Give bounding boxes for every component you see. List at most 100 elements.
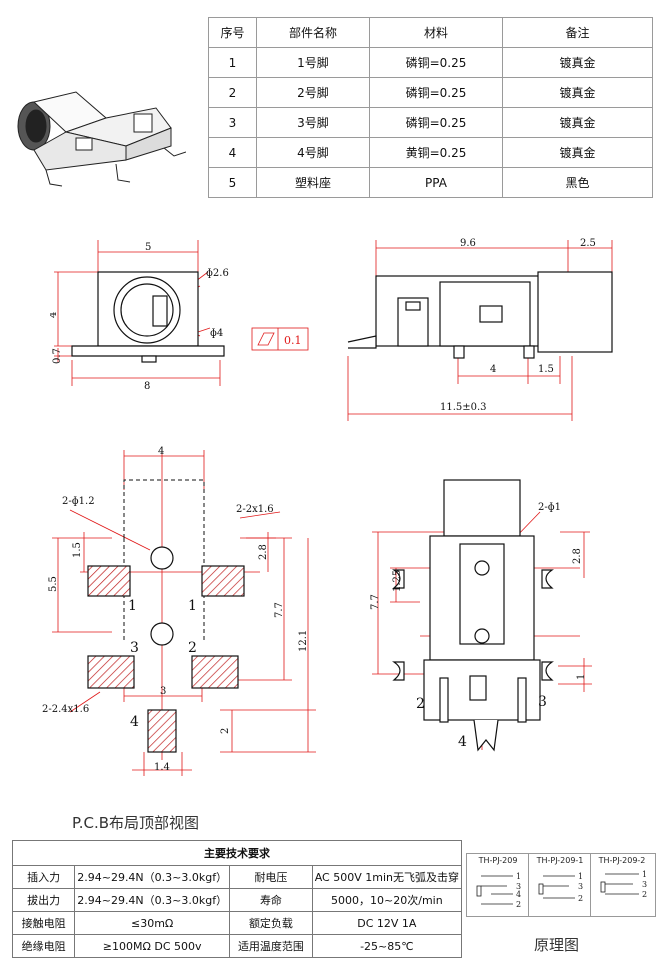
front-view-drawing: 5 ɸ2.6 ɸ4 4 0.7 8 0.1 xyxy=(50,240,309,392)
bom-header-cell: 序号 xyxy=(208,17,257,48)
bom-table: 序号 部件名称 材料 备注 1 1号脚 磷铜=0.25 镀真金 2 2号脚 磷铜… xyxy=(208,17,653,198)
schematic-symbols: 1 3 4 2 1 3 2 1 3 2 xyxy=(476,870,647,909)
bom-row: 3 3号脚 磷铜=0.25 镀真金 xyxy=(208,107,653,138)
spec-cell: 额定负载 xyxy=(229,911,313,935)
schem-pin-label: 1 xyxy=(516,872,521,881)
spec-row: 拔出力 2.94~29.4N（0.3~3.0kgf） 寿命 5000，10~20… xyxy=(11,888,463,912)
schematic-col: TH-PJ-209-1 xyxy=(529,854,591,916)
dim-foot-label: 0.7 xyxy=(52,348,63,364)
schematic-model-label: TH-PJ-209 xyxy=(478,856,518,865)
spec-cell: -25~85℃ xyxy=(311,934,463,958)
bom-cell: 3号脚 xyxy=(256,107,370,138)
bom-cell: 4号脚 xyxy=(256,137,370,168)
bom-cell: 3 xyxy=(208,107,257,138)
schem-pin-label: 2 xyxy=(642,890,647,899)
bottom-pin-label: 4 xyxy=(458,734,467,750)
spec-cell: ≤30mΩ xyxy=(74,911,231,935)
schem-pin-label: 3 xyxy=(642,880,647,889)
pcb-pin-label: 4 xyxy=(130,714,139,730)
bom-cell: 黑色 xyxy=(502,167,653,198)
schem-pin-label: 4 xyxy=(516,890,521,899)
dim-top-label: 4 xyxy=(158,446,164,457)
hole-label: 2-ɸ1 xyxy=(538,502,561,513)
pcb-pin-label: 2 xyxy=(188,640,197,656)
spec-cell: 2.94~29.4N（0.3~3.0kgf） xyxy=(74,865,231,889)
spec-cell: 2.94~29.4N（0.3~3.0kgf） xyxy=(74,888,231,912)
pcb-pin-label: 1 xyxy=(128,598,137,614)
pad-big-label: 2-2x1.6 xyxy=(236,504,274,515)
spec-cell: 接触电阻 xyxy=(11,911,76,935)
schem-pin-label: 3 xyxy=(516,882,521,891)
bom-cell: 4 xyxy=(208,137,257,168)
schematic-model-label: TH-PJ-209-2 xyxy=(598,856,646,865)
dim-12-1-label: 12.1 xyxy=(298,630,309,652)
bom-cell: PPA xyxy=(369,167,503,198)
dim-pin-pitch-label: 4 xyxy=(490,364,496,375)
dim-1-25-label: 1.25 xyxy=(392,570,403,592)
dim-width-label: 5 xyxy=(145,242,151,253)
bom-row: 5 塑料座 PPA 黑色 xyxy=(208,167,653,198)
dim-2-label: 2 xyxy=(220,728,231,734)
bom-cell: 1 xyxy=(208,47,257,78)
schem-pin-label: 1 xyxy=(642,870,647,879)
schematic-col: TH-PJ-209 xyxy=(467,854,529,916)
bom-header-cell: 部件名称 xyxy=(256,17,370,48)
bom-header-cell: 备注 xyxy=(502,17,653,48)
schem-pin-label: 1 xyxy=(578,872,583,881)
dim-nose-label: 2.5 xyxy=(580,238,596,249)
bom-cell: 黄铜=0.25 xyxy=(369,137,503,168)
bom-cell: 镀真金 xyxy=(502,77,653,108)
bom-cell: 镀真金 xyxy=(502,107,653,138)
schematic-model-label: TH-PJ-209-1 xyxy=(536,856,584,865)
pad-small-label: 2-2.4x1.6 xyxy=(42,704,89,715)
dim-2-8-label: 2.8 xyxy=(258,544,269,560)
schem-pin-label: 2 xyxy=(516,900,521,909)
dim-hole-label: ɸ2.6 xyxy=(206,268,229,279)
product-3d-image xyxy=(17,91,186,187)
spec-cell: 寿命 xyxy=(229,888,313,912)
spec-cell: AC 500V 1min无飞弧及击穿 xyxy=(311,865,463,889)
spec-cell: 5000，10~20次/min xyxy=(311,888,463,912)
dim-base-label: 8 xyxy=(144,381,150,392)
spec-row: 绝缘电阻 ≥100MΩ DC 500v 适用温度范围 -25~85℃ xyxy=(11,934,463,958)
bom-header-cell: 材料 xyxy=(369,17,503,48)
dim-7-7-label: 7.7 xyxy=(370,594,381,610)
spec-cell: ≥100MΩ DC 500v xyxy=(74,934,231,958)
dim-2-8-label: 2.8 xyxy=(572,548,583,564)
pcb-layout-drawing: 4 2-ɸ1.2 2-2x1.6 5.5 1.5 2.8 7.7 12.1 3 … xyxy=(42,446,316,776)
bom-cell: 1号脚 xyxy=(256,47,370,78)
spec-cell: 绝缘电阻 xyxy=(11,934,76,958)
bom-cell: 磷铜=0.25 xyxy=(369,77,503,108)
dim-3-label: 3 xyxy=(160,686,166,697)
spec-table: 主要技术要求 插入力 2.94~29.4N（0.3~3.0kgf） 耐电压 AC… xyxy=(11,840,463,958)
bottom-view-drawing: 2-ɸ1 2.8 1.25 7.7 1 2 3 4 xyxy=(370,479,592,752)
bom-cell: 2号脚 xyxy=(256,77,370,108)
spec-cell: 拔出力 xyxy=(11,888,76,912)
schematic-caption: 原理图 xyxy=(534,936,580,954)
dim-outer-label: ɸ4 xyxy=(210,328,223,339)
spec-title: 主要技术要求 xyxy=(12,840,462,866)
schem-pin-label: 3 xyxy=(578,882,583,891)
tolerance-value: 0.1 xyxy=(284,334,302,347)
dim-pin-offset-label: 1.5 xyxy=(538,364,554,375)
dim-left-label: 5.5 xyxy=(48,576,59,592)
bom-cell: 镀真金 xyxy=(502,47,653,78)
spec-row: 接触电阻 ≤30mΩ 额定负载 DC 12V 1A xyxy=(11,911,463,935)
spec-cell: 耐电压 xyxy=(229,865,313,889)
bom-cell: 磷铜=0.25 xyxy=(369,47,503,78)
bom-row: 2 2号脚 磷铜=0.25 镀真金 xyxy=(208,77,653,108)
flatness-tolerance-box: 0.1 xyxy=(251,327,309,351)
schematic-panel: TH-PJ-209 TH-PJ-209-1 TH-PJ-209-2 1 3 4 … xyxy=(466,853,656,917)
bom-cell: 磷铜=0.25 xyxy=(369,107,503,138)
spec-cell: 适用温度范围 xyxy=(229,934,313,958)
dim-1-5-label: 1.5 xyxy=(72,542,83,558)
dim-height-label: 4 xyxy=(50,312,59,318)
spec-row: 插入力 2.94~29.4N（0.3~3.0kgf） 耐电压 AC 500V 1… xyxy=(11,865,463,889)
bottom-pin-label: 2 xyxy=(416,696,425,712)
bom-cell: 2 xyxy=(208,77,257,108)
schematic-col: TH-PJ-209-2 xyxy=(591,854,654,916)
bottom-pin-label: 3 xyxy=(538,694,547,710)
bom-cell: 塑料座 xyxy=(256,167,370,198)
spec-cell: 插入力 xyxy=(11,865,76,889)
bom-row: 4 4号脚 黄铜=0.25 镀真金 xyxy=(208,137,653,168)
